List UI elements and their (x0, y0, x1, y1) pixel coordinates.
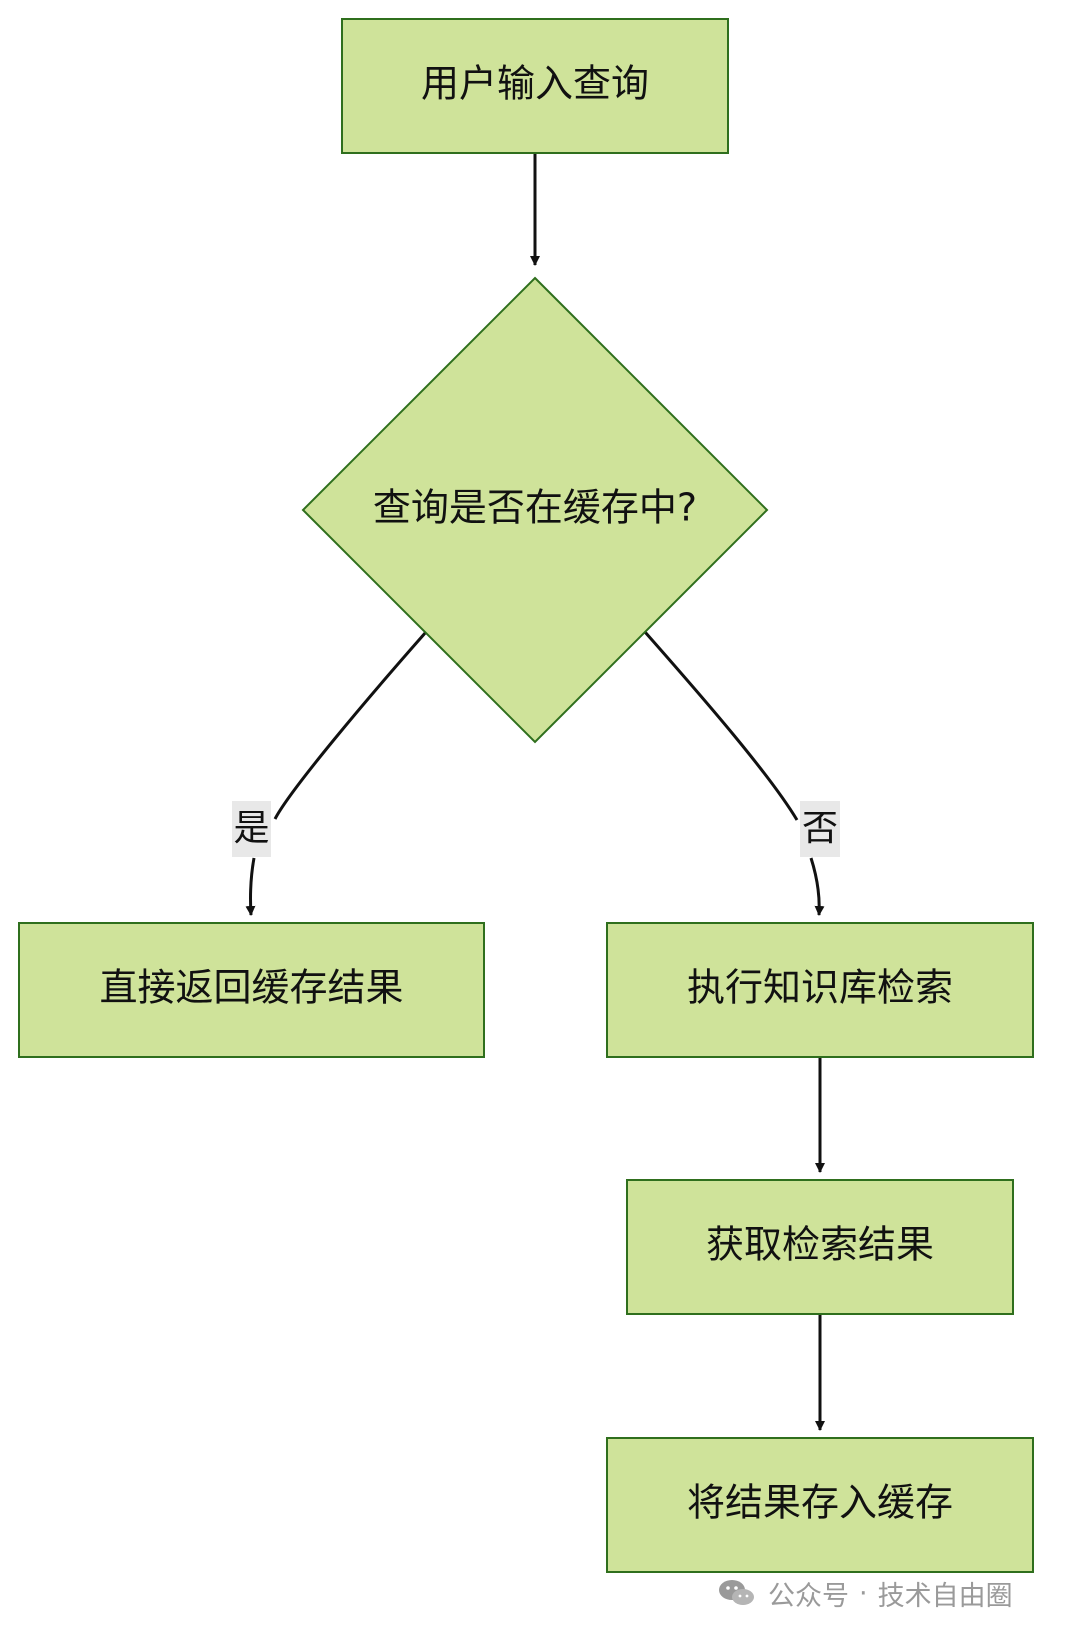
edge-label-yes: 是 (232, 801, 271, 857)
wechat-icon (719, 1580, 754, 1605)
node-cache-check: 查询是否在缓存中? (301, 276, 769, 744)
node-store-cache: 将结果存入缓存 (606, 1437, 1034, 1573)
watermark-separator: · (859, 1577, 868, 1609)
node-cache-check-label: 查询是否在缓存中? (373, 486, 697, 530)
edge-label-yes-text: 是 (233, 808, 269, 849)
watermark-prefix: 公众号 (768, 1580, 849, 1612)
node-user-query-label: 用户输入查询 (421, 62, 649, 106)
watermark-name: 技术自由圈 (877, 1580, 1013, 1612)
edge-label-no-text: 否 (802, 808, 838, 849)
node-get-results-label: 获取检索结果 (706, 1223, 934, 1267)
node-kb-search-label: 执行知识库检索 (687, 966, 953, 1010)
edge-decision-to-return-cache (245, 631, 428, 916)
node-kb-search: 执行知识库检索 (606, 922, 1034, 1058)
node-get-results: 获取检索结果 (626, 1179, 1014, 1315)
node-return-cached: 直接返回缓存结果 (18, 922, 485, 1058)
node-store-cache-label: 将结果存入缓存 (687, 1481, 953, 1525)
watermark: 公众号 · 技术自由圈 (716, 1573, 1013, 1613)
node-user-query: 用户输入查询 (341, 18, 729, 154)
edge-decision-to-kb-search (643, 631, 825, 916)
edge-label-no: 否 (800, 801, 840, 857)
node-return-cached-label: 直接返回缓存结果 (99, 966, 403, 1010)
